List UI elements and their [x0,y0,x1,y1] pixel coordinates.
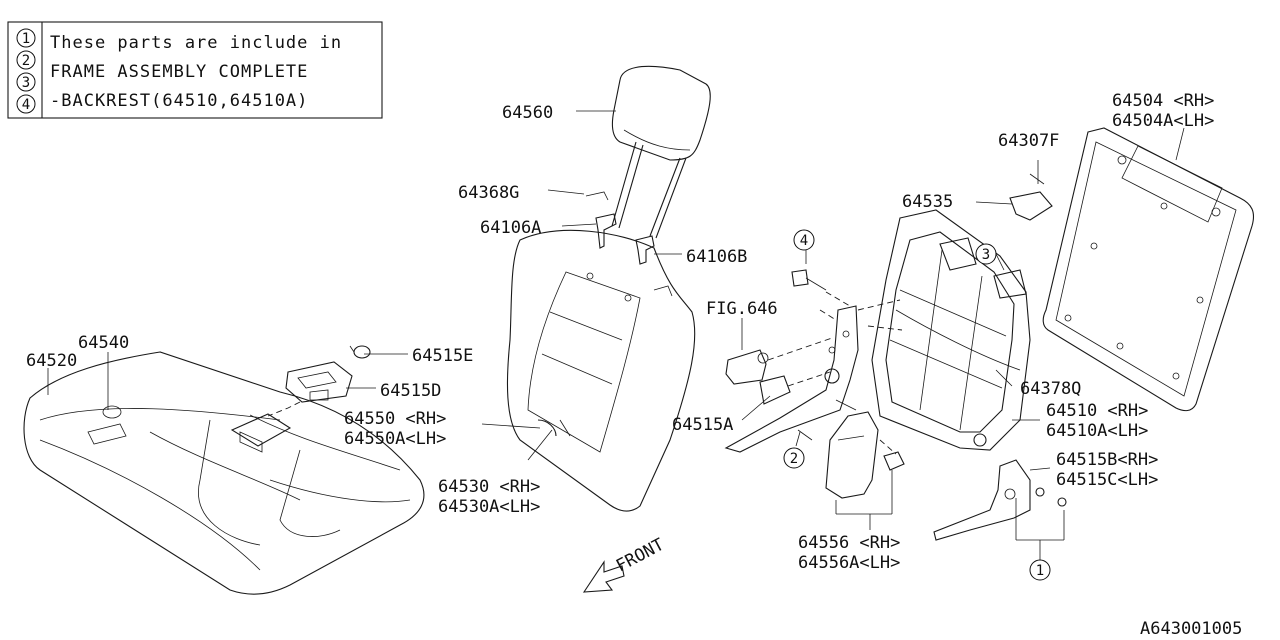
legend-line-2: FRAME ASSEMBLY COMPLETE [50,62,308,82]
front-label: FRONT [613,535,668,577]
label-64556A: 64556A<LH> [798,553,900,573]
callout-3: 3 [975,243,997,265]
label-64504: 64504 <RH> [1112,91,1214,111]
label-64510A: 64510A<LH> [1046,421,1148,441]
label-64515C: 64515C<LH> [1056,470,1158,490]
label-64540: 64540 [78,333,129,353]
label-64530: 64530 <RH> [438,477,540,497]
right-hinge-drawing [933,459,1067,541]
label-fig646: FIG.646 [706,299,778,319]
label-64556: 64556 <RH> [798,533,900,553]
legend-marker-1: 1 [16,28,36,48]
label-64560: 64560 [502,103,553,123]
label-64515A: 64515A [672,415,733,435]
backrest-pad-drawing [506,229,696,512]
back-board-drawing [1042,127,1255,412]
label-64520: 64520 [26,351,77,371]
label-64515B: 64515B<RH> [1056,450,1158,470]
label-64378Q: 64378Q [1020,379,1081,399]
legend-marker-3: 3 [16,72,36,92]
seat-cushion-drawing [23,351,425,595]
callout-4: 4 [793,229,815,251]
callout-1-text: 1 [1036,563,1044,579]
label-64106B: 64106B [686,247,747,267]
strap-drawing [1009,173,1053,221]
diagram-reference-code: A643001005 [1140,619,1242,639]
legend-marker-1-text: 1 [22,31,30,47]
label-64307F: 64307F [998,131,1059,151]
callout-3-text: 3 [982,247,990,263]
callout-4-text: 4 [800,233,808,249]
legend-marker-2: 2 [16,50,36,70]
label-64550A: 64550A<LH> [344,429,446,449]
label-64530A: 64530A<LH> [438,497,540,517]
label-64550: 64550 <RH> [344,409,446,429]
front-direction-arrow: FRONT [582,535,668,593]
legend-box: 1 2 3 4 These parts are include in FRAME… [7,21,383,119]
label-64515D: 64515D [380,381,441,401]
legend-marker-4-text: 4 [22,97,30,113]
legend-marker-2-text: 2 [22,53,30,69]
headrest-drawing [585,65,711,265]
callout-2: 2 [783,447,805,469]
buckle-drawing [267,345,371,417]
legend-line-3: -BACKREST(64510,64510A) [50,91,308,111]
label-64368G: 64368G [458,183,519,203]
callout-1: 1 [1029,559,1051,581]
label-64535: 64535 [902,192,953,212]
label-64510: 64510 <RH> [1046,401,1148,421]
backrest-frame-drawing [857,209,1031,451]
legend-marker-3-text: 3 [22,75,30,91]
label-64504A: 64504A<LH> [1112,111,1214,131]
part-labels: 64560 64368G 64106A 64106B 64540 64520 6… [26,91,1242,639]
label-64106A: 64106A [480,218,541,238]
label-64515E: 64515E [412,346,473,366]
legend-line-1: These parts are include in [50,33,342,53]
legend-marker-4: 4 [16,94,36,114]
callout-2-text: 2 [790,451,798,467]
left-hinge-drawing [724,269,859,453]
leader-lines [47,110,1185,560]
side-cover-drawing [825,411,905,499]
